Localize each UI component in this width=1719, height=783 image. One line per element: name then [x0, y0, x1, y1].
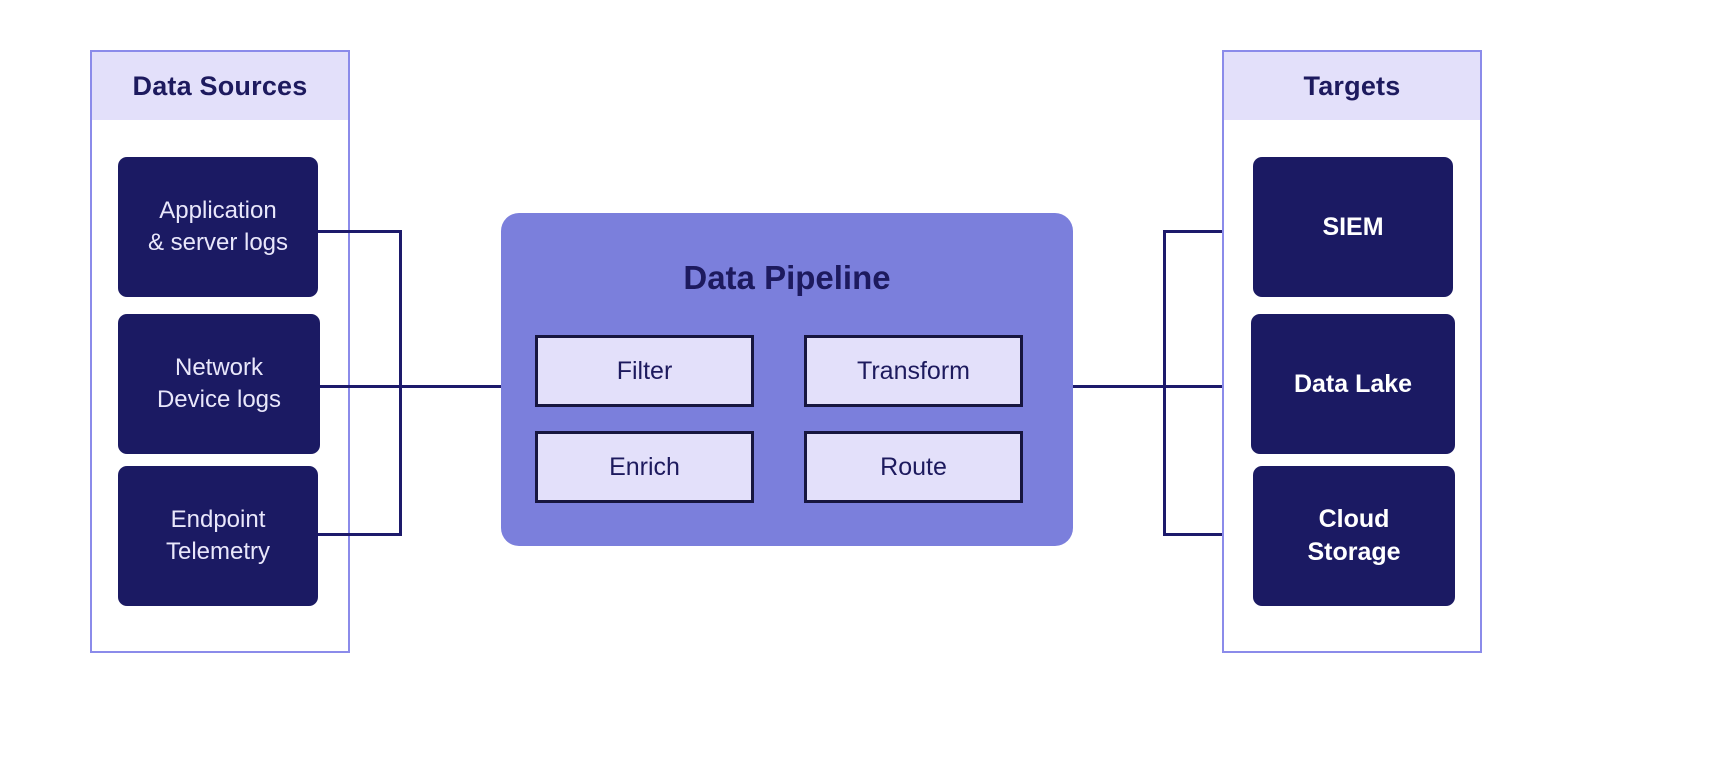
- pipeline-stage-route[interactable]: Route: [804, 431, 1023, 503]
- pipeline-stage-filter[interactable]: Filter: [535, 335, 754, 407]
- source-card-label: Network Device logs: [156, 354, 282, 413]
- connector-source-endpoint-stub: [318, 533, 402, 536]
- connector-source-trunk: [399, 230, 402, 536]
- connector-target-cloud-stub: [1163, 533, 1255, 536]
- target-card-siem[interactable]: SIEM: [1253, 157, 1453, 297]
- targets-header-label: Targets: [1303, 70, 1401, 101]
- target-card-cloud-storage[interactable]: Cloud Storage: [1253, 466, 1455, 606]
- source-card-network-device-logs[interactable]: Network Device logs: [118, 314, 320, 454]
- target-card-label: Cloud Storage: [1307, 505, 1401, 566]
- pipeline-stage-label: Route: [880, 452, 947, 481]
- connector-source-network-stub: [320, 385, 402, 388]
- connector-source-to-pipeline: [399, 385, 503, 388]
- target-card-label: SIEM: [1322, 212, 1384, 241]
- pipeline-stage-transform[interactable]: Transform: [804, 335, 1023, 407]
- data-sources-header: Data Sources: [92, 52, 348, 120]
- target-card-label: Data Lake: [1293, 369, 1413, 398]
- pipeline-stage-enrich[interactable]: Enrich: [535, 431, 754, 503]
- connector-source-application-stub: [318, 230, 402, 233]
- data-pipeline-panel: Data Pipeline Filter Transform Enrich Ro…: [501, 213, 1073, 546]
- source-card-label: Endpoint Telemetry: [165, 506, 271, 565]
- data-sources-header-label: Data Sources: [132, 70, 308, 101]
- connector-target-siem-stub: [1163, 230, 1255, 233]
- pipeline-stage-label: Transform: [857, 356, 970, 385]
- target-card-data-lake[interactable]: Data Lake: [1251, 314, 1455, 454]
- pipeline-stage-label: Enrich: [609, 452, 680, 481]
- targets-header: Targets: [1224, 52, 1480, 120]
- connector-target-outer-trunk: [1163, 230, 1166, 536]
- pipeline-stage-label: Filter: [616, 356, 673, 385]
- source-card-endpoint-telemetry[interactable]: Endpoint Telemetry: [118, 466, 318, 606]
- data-pipeline-title: Data Pipeline: [683, 259, 891, 296]
- source-card-application-server-logs[interactable]: Application & server logs: [118, 157, 318, 297]
- connector-pipeline-to-targets: [1073, 385, 1278, 388]
- source-card-label: Application & server logs: [147, 197, 289, 256]
